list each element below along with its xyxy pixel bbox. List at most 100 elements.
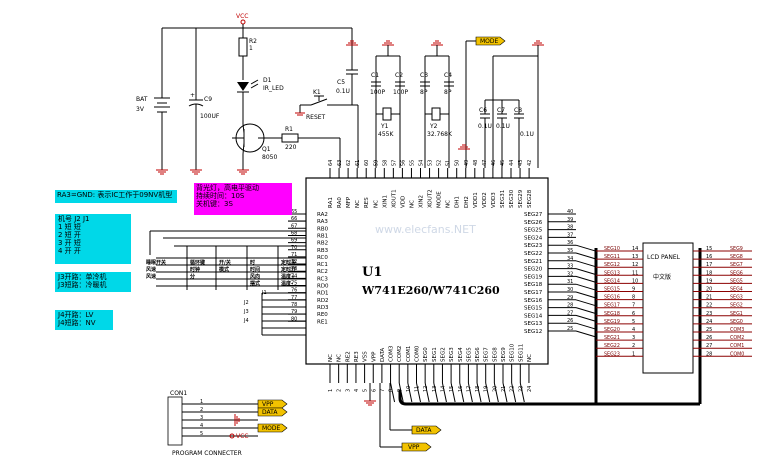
ic-left-pin-name: RA3 (317, 219, 328, 225)
ic-bottom-pin-name: RE2 (345, 351, 351, 362)
lcd-left-pin-name: SEG17 (604, 303, 620, 309)
jumper-row-2: 2 短 开 (58, 231, 81, 239)
ic-right-pin-num: 28 (567, 303, 573, 309)
ic-right-pin-num: 31 (567, 279, 573, 285)
ic-right-pin-num: 33 (567, 264, 573, 270)
ic-top-pin-name: DH2 (464, 196, 470, 208)
lcd-right-pin-num: 15 (706, 246, 712, 252)
ic-top-pin-name: NC (373, 200, 379, 208)
connector-pin-num: 3 (200, 415, 203, 421)
lcd-right-pin-name: SEG8 (730, 254, 743, 260)
ic-left-pin-name: RB1 (317, 233, 328, 239)
backlight-note-line-1: 背光灯，高电平驱动 (196, 184, 259, 192)
connector-footer: PROGRAM CONNECTER (172, 450, 242, 457)
ic-bottom-pin-name: SEG9 (501, 347, 507, 362)
key-label: 开/关 (219, 259, 231, 266)
lcd-left-pin-name: SEG12 (604, 262, 620, 268)
c9-value: 100UF (200, 113, 220, 120)
reset-label: RESET (306, 114, 326, 121)
ic-right-pin-num: 34 (567, 256, 573, 262)
ic-top-pin-name: MFP (346, 196, 352, 208)
key-label: 时 (250, 259, 255, 266)
r2-value: 1 (249, 45, 253, 52)
jumper-table-header: 机号 J2 J1 (58, 215, 90, 223)
key-label: 定时开 (280, 266, 296, 273)
ic-top-pin-name: NC (446, 200, 452, 208)
lcd-right-pin-num: 19 (706, 278, 712, 284)
backlight-note-line-2: 持续时间：10S (196, 192, 245, 200)
bat-value: 3V (136, 106, 145, 113)
lcd-left-pin-name: SEG11 (604, 254, 620, 260)
lcd-right-pin-name: SEG4 (730, 287, 743, 293)
lcd-left-pin-num: 13 (632, 254, 638, 260)
ic-bottom-pin-name: SEG10 (510, 343, 516, 362)
ic-left-pin-name: RE1 (317, 319, 328, 325)
c4-value: 8P (444, 89, 452, 96)
key-label: 风速 (146, 266, 156, 273)
ic-top-pin-num: 61 (355, 160, 361, 166)
ic-right-pin-name: SEG19 (524, 274, 543, 280)
ic-right-pin-name: SEG12 (524, 329, 542, 335)
ic-bottom-pin-name: SEG0 (423, 347, 429, 362)
ic-bottom-pin-name: SEG11 (518, 344, 524, 362)
ic-bottom-pin-name: SEG8 (492, 347, 498, 362)
ic-right-pin-name: SEG27 (524, 212, 543, 218)
bat-ref: BAT (136, 96, 148, 103)
ic-top-pin-num: 60 (364, 160, 370, 166)
ic-bottom-pin-name: COM2 (397, 346, 403, 362)
lcd-left-pin-name: SEG14 (604, 278, 620, 284)
key-label: 时间 (250, 266, 260, 273)
j4-note: J4开路：LV J4短路：NV (55, 310, 113, 330)
backlight-note: 背光灯，高电平驱动 持续时间：10S 关机键：3S (194, 183, 292, 215)
ic-left-pin-num: 70 (291, 245, 297, 251)
ic-left-pin-name: RB2 (317, 241, 328, 247)
ic-right-pin-name: SEG15 (524, 306, 543, 312)
ic-right-pin-num: 30 (567, 287, 573, 293)
ic-bottom-pin-name: SEG4 (458, 347, 464, 362)
j3-note-line-1: J3开路：单冷机 (58, 273, 107, 281)
ic-right-pin-num: 35 (567, 248, 573, 254)
ic-top-pin-num: 50 (455, 160, 461, 166)
ic-bottom-pin-name: DATA (380, 348, 386, 362)
key-matrix: 睡眠开关循环键开/关时定时关风速时钟模式时间定时开风速分风向温度+摆式温度- J… (146, 190, 306, 336)
ic-bottom-pin-num: 7 (380, 389, 386, 392)
ic-left-pin-name: RD3 (317, 305, 329, 311)
mode-top-label: MODE (480, 38, 499, 45)
connector-signal-label: MODE (262, 425, 281, 432)
connector-signal-label: DATA (262, 409, 278, 416)
ic-top-pin-name: XIN2 (419, 195, 425, 208)
lcd-subtitle: 中文版 (653, 273, 671, 281)
ic-top-pin-name: VDD2 (482, 192, 488, 208)
ic-bottom-pin-name: RE3 (354, 351, 360, 362)
lcd-left-pin-name: SEG10 (604, 246, 620, 252)
key-label: 循环键 (190, 259, 206, 266)
lcd-right-pin-name: SEG2 (730, 303, 743, 309)
ic-bottom-pin-name: COM0 (415, 345, 421, 362)
ic-bottom-pin-num: 4 (354, 389, 360, 392)
lcd-right-pin-name: COM1 (730, 343, 744, 349)
data-bottom-label: DATA (416, 427, 432, 434)
connector-pin-num: 5 (200, 431, 203, 437)
ic-bottom-pin-name: COM1 (406, 346, 412, 362)
ic-right-pin-name: SEG23 (524, 243, 543, 249)
j3-note-line-2: J3短路：冷暖机 (58, 281, 107, 289)
ic-top-pin-num: 49 (464, 160, 470, 166)
ic-left-pin-num: 80 (291, 316, 297, 322)
ic-top-pin-name: XOUT1 (391, 189, 397, 208)
ic-right-pin-name: SEG24 (524, 235, 543, 241)
jumper-table: 机号 J2 J1 1 短 短 2 短 开 3 开 短 4 开 开 (55, 214, 131, 264)
c2-value: 100P (393, 89, 408, 96)
ic-top-pin-num: 48 (473, 160, 479, 166)
lcd-right-pin-name: SEG6 (730, 270, 743, 276)
ic-right-pin-name: SEG18 (524, 282, 543, 288)
ic-right-pin-name: SEG25 (524, 228, 543, 234)
k1-ref: K1 (313, 89, 321, 96)
c6-ref: C6 (479, 107, 487, 114)
ic-left-pin-name: RC1 (317, 262, 328, 268)
ic-bottom-pin-name: VPP (371, 351, 377, 362)
ic-right-pin-num: 37 (567, 232, 573, 238)
lcd-left-pin-name: SEG23 (604, 351, 620, 357)
connector-pin-num: 4 (200, 423, 203, 429)
ic-top-pin-name: RA1 (328, 197, 334, 208)
